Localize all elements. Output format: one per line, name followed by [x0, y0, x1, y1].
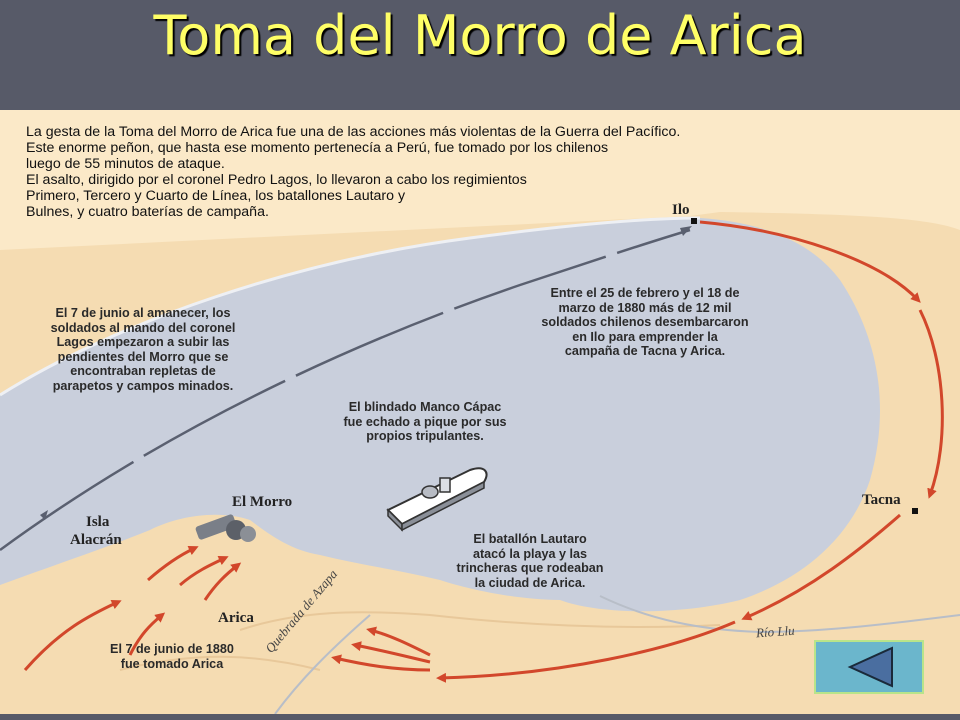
annotation-line: propios tripulantes.	[366, 429, 484, 443]
assault-arrow-3	[147, 546, 199, 582]
attack-arrow-1	[366, 626, 431, 657]
assault-arrow-1	[23, 599, 122, 671]
sea-area	[0, 218, 880, 612]
cannon-icon	[195, 514, 256, 542]
back-button[interactable]	[814, 640, 924, 694]
annotation-line: Lagos empezaron a subir las	[56, 335, 230, 349]
place-tacna: Tacna	[862, 492, 901, 508]
ilo-marker	[691, 218, 697, 224]
annotation-line: atacó la playa y las	[472, 546, 588, 561]
sea-route-arrow	[0, 228, 691, 552]
attack-arrow-2	[351, 641, 431, 664]
annotation-line: fue echado a pique por sus	[343, 414, 507, 429]
annotation-june7-taken: El 7 de junio de 1880 fue tomado Arica	[92, 642, 252, 671]
annotation-landing: Entre el 25 de febrero y el 18 de marzo …	[530, 286, 760, 359]
sea-route-arrowhead	[680, 226, 692, 236]
triangle-left-icon	[847, 646, 893, 688]
place-ilo: Ilo	[672, 202, 690, 218]
annotation-line: campaña de Tacna y Arica.	[564, 344, 726, 358]
march-arrow-4	[436, 620, 736, 683]
assault-arrow-4	[179, 556, 229, 587]
place-isla: Isla	[86, 514, 110, 530]
march-arrow-3	[741, 513, 901, 621]
annotation-line: marzo de 1880 más de 12 mil	[558, 300, 732, 315]
intro-line: Primero, Tercero y Cuarto de Línea, los …	[26, 188, 406, 204]
annotation-line: la ciudad de Arica.	[474, 575, 586, 590]
march-arrow-1	[699, 220, 921, 303]
rio-lluta-line	[599, 595, 960, 634]
intro-line: Bulnes, y cuatro baterías de campaña.	[26, 204, 269, 220]
bottom-bar	[0, 714, 960, 720]
march-arrow-2	[918, 309, 944, 499]
annotation-lautaro: El batallón Lautaro atacó la playa y las…	[440, 532, 620, 590]
place-el-morro: El Morro	[232, 494, 293, 510]
annotation-june7-dawn: El 7 de junio al amanecer, los soldados …	[18, 306, 268, 393]
annotation-line: soldados chilenos desembarcaron	[541, 315, 749, 329]
map-graphic	[0, 110, 960, 714]
slide-title: Toma del Morro de Arica	[153, 4, 807, 67]
annotation-line: trincheras que rodeaban	[456, 561, 604, 575]
intro-line: La gesta de la Toma del Morro de Arica f…	[26, 124, 681, 140]
intro-line: Este enorme peñon, que hasta ese momento…	[26, 140, 609, 156]
annotation-line: parapetos y campos minados.	[52, 378, 234, 393]
intro-line: luego de 55 minutos de ataque.	[26, 156, 225, 172]
annotation-line: El blindado Manco Cápac	[348, 400, 502, 414]
tacna-marker	[912, 508, 918, 514]
assault-arrow-2	[128, 612, 166, 656]
assault-arrow-5	[203, 562, 242, 601]
annotation-line: El 7 de junio de 1880	[110, 642, 234, 656]
river-lluta-label: Río Llu	[755, 622, 796, 641]
place-arica: Arica	[218, 610, 254, 626]
annotation-line: en Ilo para emprender la	[572, 329, 718, 344]
intro-text: La gesta de la Toma del Morro de Arica f…	[26, 124, 680, 220]
annotation-line: El batallón Lautaro	[473, 532, 587, 546]
annotation-line: fue tomado Arica	[120, 656, 224, 671]
intro-line: El asalto, dirigido por el coronel Pedro…	[26, 172, 527, 188]
attack-arrow-3	[331, 654, 431, 672]
ship-icon	[386, 467, 488, 532]
annotation-line: soldados al mando del coronel	[50, 320, 236, 335]
sea-route-arrowhead	[40, 510, 48, 520]
annotation-line: Entre el 25 de febrero y el 18 de	[550, 286, 740, 300]
annotation-line: pendientes del Morro que se	[57, 349, 229, 364]
slide-title-bar: Toma del Morro de Arica	[0, 0, 960, 108]
annotation-line: encontraban repletas de	[70, 364, 216, 378]
place-alacran: Alacrán	[70, 532, 122, 548]
annotation-line: El 7 de junio al amanecer, los	[55, 306, 231, 320]
annotation-manco-capac: El blindado Manco Cápac fue echado a piq…	[330, 400, 520, 444]
azapa-line	[274, 614, 371, 714]
map: La gesta de la Toma del Morro de Arica f…	[0, 110, 960, 714]
